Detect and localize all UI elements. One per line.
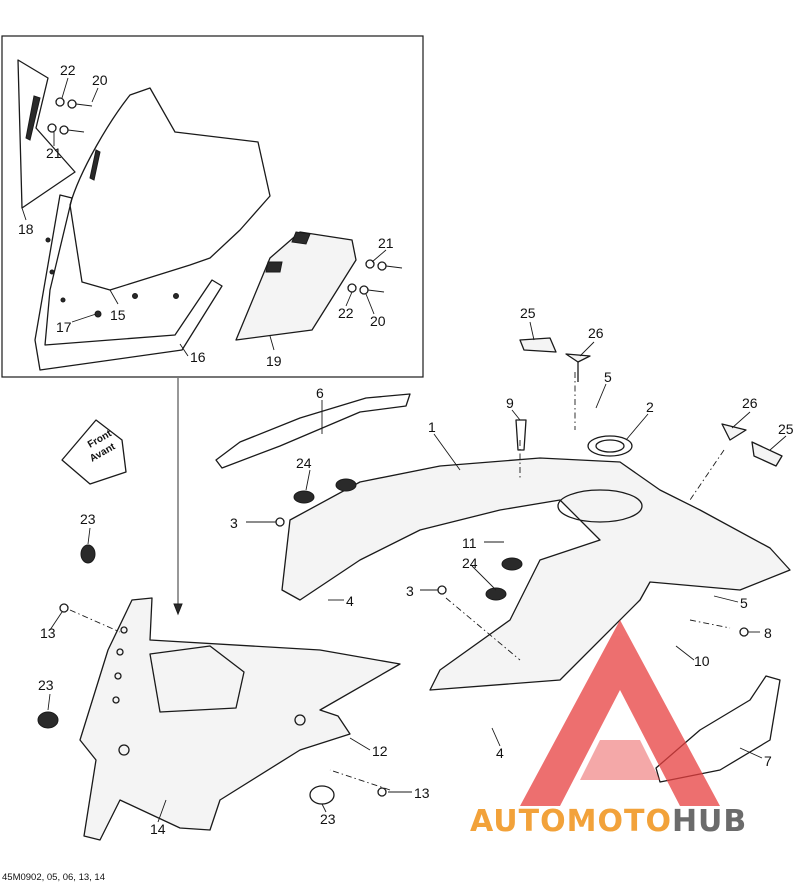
clips-25-26 bbox=[519, 337, 783, 467]
callout-numbers: 22 20 21 18 17 15 16 21 22 20 19 25 26 5… bbox=[18, 62, 794, 837]
callout-19: 19 bbox=[266, 353, 282, 369]
watermark-triangle bbox=[520, 620, 720, 806]
part-12-front-fairing bbox=[79, 597, 401, 841]
callout-25: 25 bbox=[778, 421, 794, 437]
grommets bbox=[37, 478, 523, 805]
callout-25: 25 bbox=[520, 305, 536, 321]
part-15-windshield bbox=[45, 87, 271, 318]
callout-20: 20 bbox=[92, 72, 108, 88]
callout-21: 21 bbox=[46, 145, 62, 161]
windshield-inset-frame bbox=[1, 35, 424, 378]
callout-23: 23 bbox=[320, 811, 336, 827]
watermark-text-1: AUTOMOTO bbox=[470, 804, 672, 839]
front-arrow: Front Avant bbox=[61, 419, 127, 485]
callout-5: 5 bbox=[604, 369, 612, 385]
callout-5: 5 bbox=[740, 595, 748, 611]
callout-4: 4 bbox=[496, 745, 504, 761]
watermark-text-2: HUB bbox=[671, 804, 748, 839]
callout-22: 22 bbox=[60, 62, 76, 78]
callout-8: 8 bbox=[764, 625, 772, 641]
fasteners-inset-top bbox=[47, 97, 403, 295]
watermark-logo: AUTOMOTOHUB bbox=[470, 804, 747, 839]
callout-23: 23 bbox=[80, 511, 96, 527]
callout-11: 11 bbox=[462, 535, 477, 551]
callout-24: 24 bbox=[462, 555, 478, 571]
part-18-deflector bbox=[17, 59, 76, 209]
callout-2: 2 bbox=[646, 399, 654, 415]
callout-16: 16 bbox=[190, 349, 206, 365]
callout-23: 23 bbox=[38, 677, 54, 693]
part-19-side-deflector bbox=[235, 231, 357, 341]
callout-21: 21 bbox=[378, 235, 394, 251]
part-16-trim bbox=[34, 194, 223, 371]
callout-13: 13 bbox=[414, 785, 430, 801]
callout-13: 13 bbox=[40, 625, 56, 641]
callout-18: 18 bbox=[18, 221, 34, 237]
callout-1: 1 bbox=[428, 419, 436, 435]
callout-3: 3 bbox=[406, 583, 414, 599]
callout-9: 9 bbox=[506, 395, 514, 411]
callout-10: 10 bbox=[694, 653, 710, 669]
callout-14: 14 bbox=[150, 821, 166, 837]
callout-20: 20 bbox=[370, 313, 386, 329]
part-6-panel bbox=[215, 393, 411, 469]
figure-caption: 45M0902, 05, 06, 13, 14 bbox=[2, 872, 105, 883]
callout-22: 22 bbox=[338, 305, 354, 321]
callout-12: 12 bbox=[372, 743, 388, 759]
callout-17: 17 bbox=[56, 319, 72, 335]
callout-3: 3 bbox=[230, 515, 238, 531]
callout-15: 15 bbox=[110, 307, 126, 323]
callout-24: 24 bbox=[296, 455, 312, 471]
assembly-lines bbox=[69, 372, 731, 791]
callout-26: 26 bbox=[588, 325, 604, 341]
leader-lines bbox=[21, 77, 787, 823]
callout-4: 4 bbox=[346, 593, 354, 609]
part-1-tank-cover bbox=[281, 435, 791, 691]
callout-26: 26 bbox=[742, 395, 758, 411]
callout-7: 7 bbox=[764, 753, 772, 769]
callout-6: 6 bbox=[316, 385, 324, 401]
